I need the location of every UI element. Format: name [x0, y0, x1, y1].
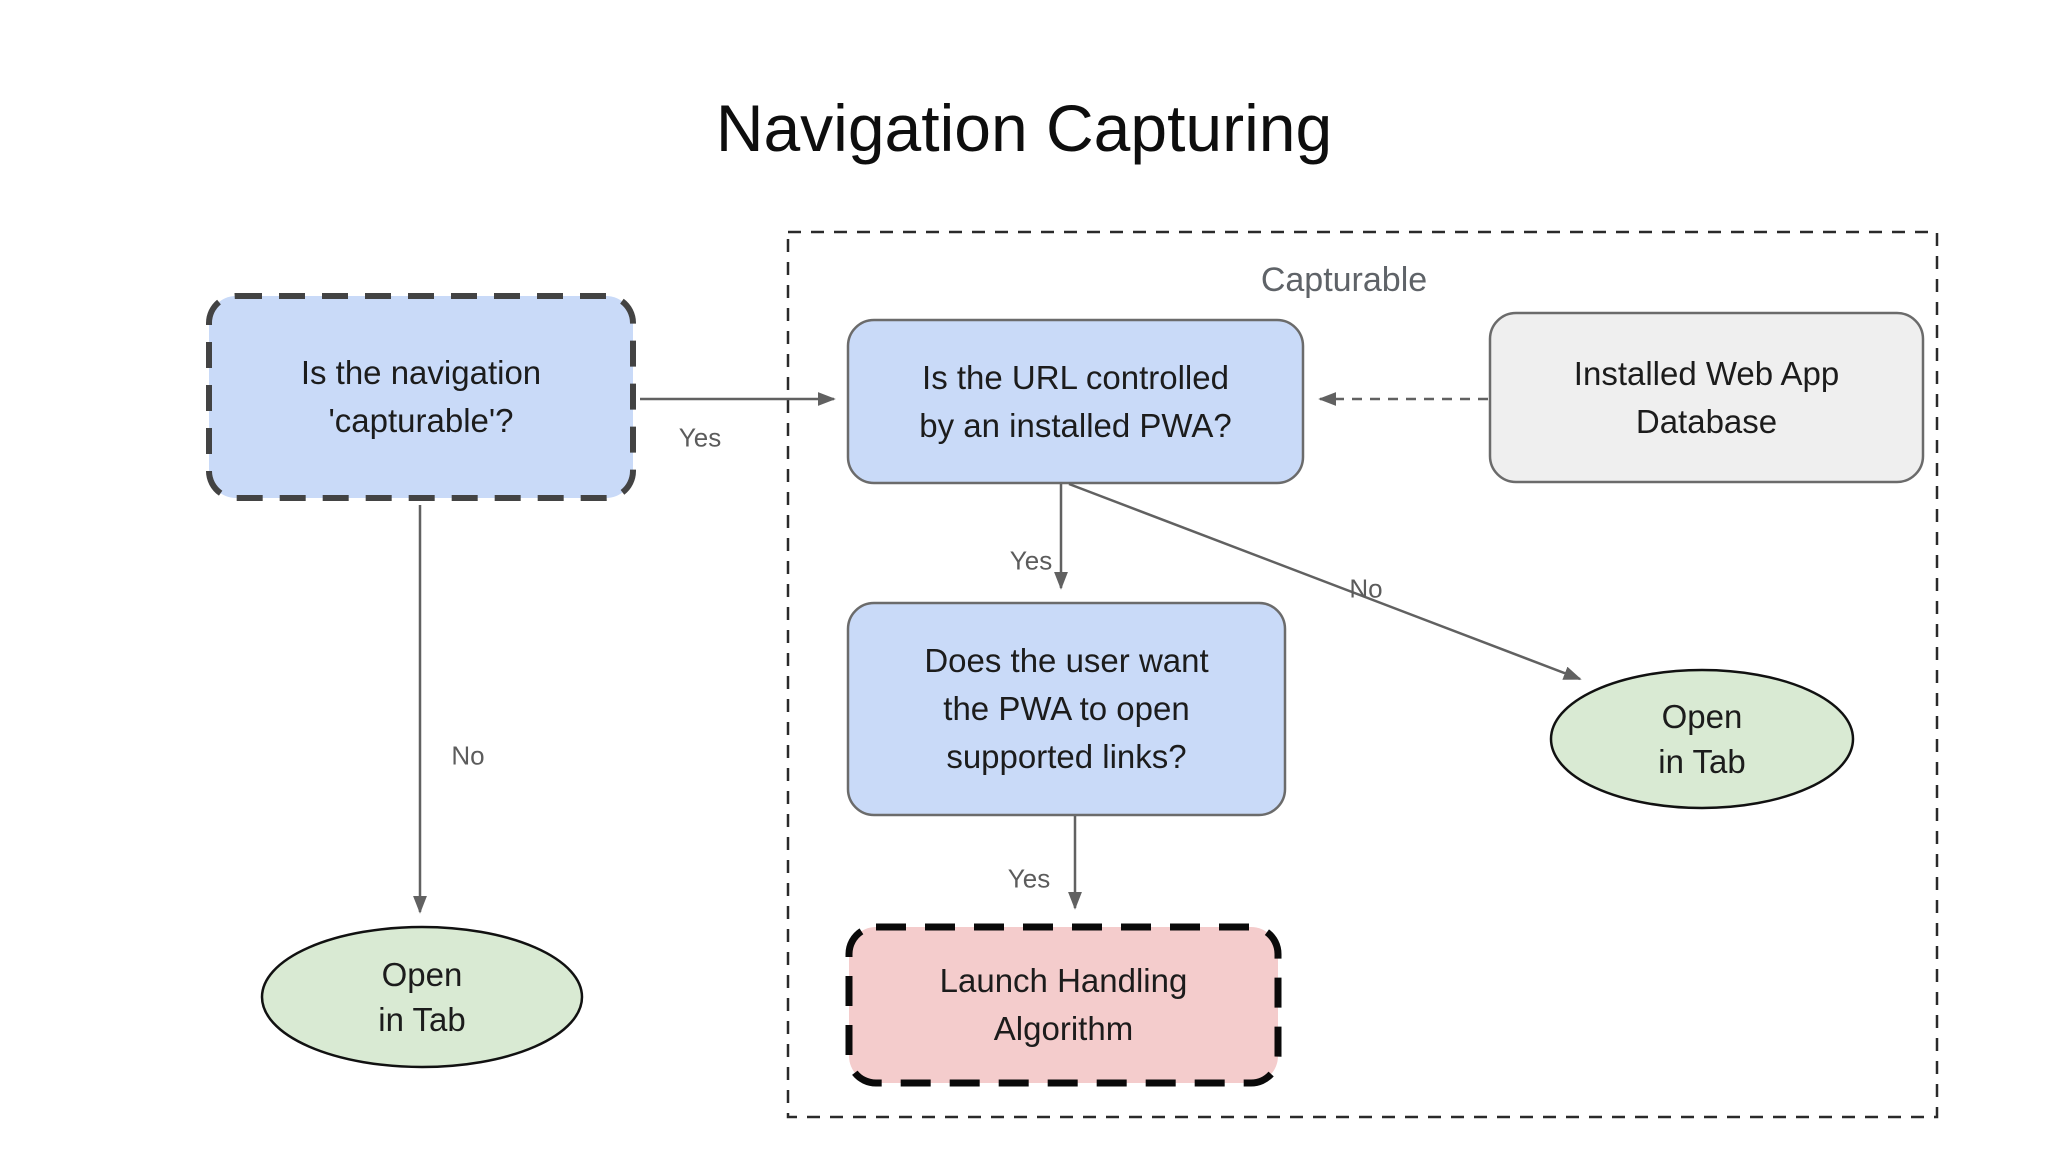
edge-url-no-arrow	[1068, 482, 1582, 681]
capturable-group-box	[786, 230, 1939, 1119]
user-want-question-node	[846, 601, 1287, 817]
open-in-tab-right-node	[1549, 668, 1855, 810]
capturable-question-node	[206, 293, 636, 501]
launch-handling-node	[845, 923, 1282, 1087]
open-in-tab-left-node	[260, 925, 584, 1069]
url-question-node	[846, 318, 1305, 485]
installed-db-node	[1488, 311, 1925, 484]
